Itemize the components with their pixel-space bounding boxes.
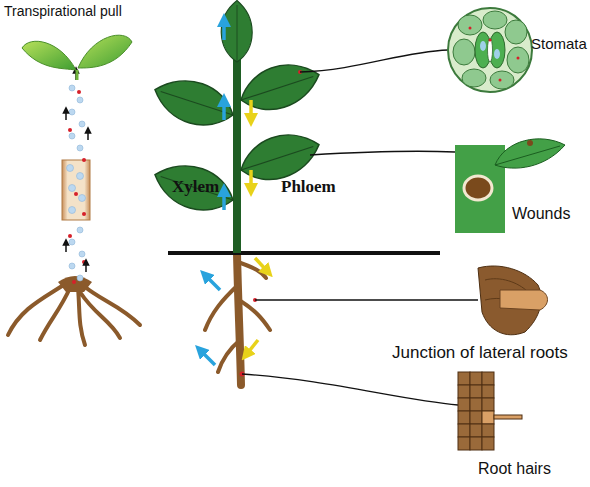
tissue-label: Xylem (172, 178, 219, 197)
main-plant (149, 1, 440, 386)
part-label: Stomata (531, 36, 587, 53)
part-label: Wounds (512, 205, 570, 223)
part-label: Junction of lateral roots (392, 344, 568, 363)
tissue-label: Phloem (281, 178, 336, 197)
root-hairs-inset (458, 372, 522, 450)
seedling (8, 35, 140, 345)
title-label: Transpirational pull (4, 4, 122, 19)
lateral-root-inset (478, 266, 548, 335)
stomata-inset (448, 8, 532, 92)
part-label: Root hairs (478, 460, 551, 478)
